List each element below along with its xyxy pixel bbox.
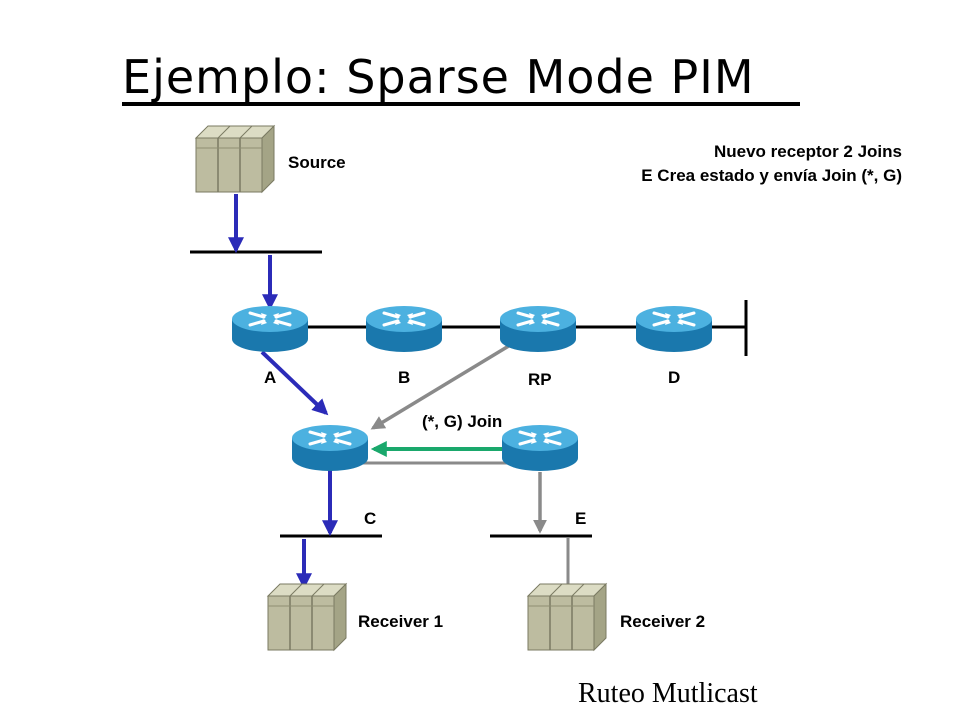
event-note-line1: Nuevo receptor 2 Joins xyxy=(713,142,902,161)
join-label: (*, G) Join xyxy=(422,412,502,431)
router-b-label: B xyxy=(398,368,410,387)
source-label: Source xyxy=(288,153,346,172)
arrow-rp-to-c xyxy=(370,342,513,430)
router-rp-icon xyxy=(498,304,578,354)
receiver1-label: Receiver 1 xyxy=(358,612,443,631)
router-d-icon xyxy=(634,304,714,354)
receiver2-label: Receiver 2 xyxy=(620,612,705,631)
source-server-icon xyxy=(195,125,275,193)
router-c-icon xyxy=(290,423,370,473)
receiver2-server-icon xyxy=(527,583,607,651)
router-rp-label: RP xyxy=(528,370,552,389)
router-c-label: C xyxy=(364,509,376,528)
slide-title: Ejemplo: Sparse Mode PIM xyxy=(122,50,755,104)
receiver1-server-icon xyxy=(267,583,347,651)
router-d-label: D xyxy=(668,368,680,387)
footer-caption: Ruteo Mutlicast xyxy=(578,678,758,709)
router-e-icon xyxy=(500,423,580,473)
router-a-label: A xyxy=(264,368,276,387)
router-b-icon xyxy=(364,304,444,354)
title-underline xyxy=(122,102,800,106)
router-e-label: E xyxy=(575,509,586,528)
arrow-a-to-c xyxy=(260,350,329,416)
event-note-line2: E Crea estado y envía Join (*, G) xyxy=(641,166,902,185)
router-a-icon xyxy=(230,304,310,354)
event-note: Nuevo receptor 2 Joins E Crea estado y e… xyxy=(641,140,902,188)
